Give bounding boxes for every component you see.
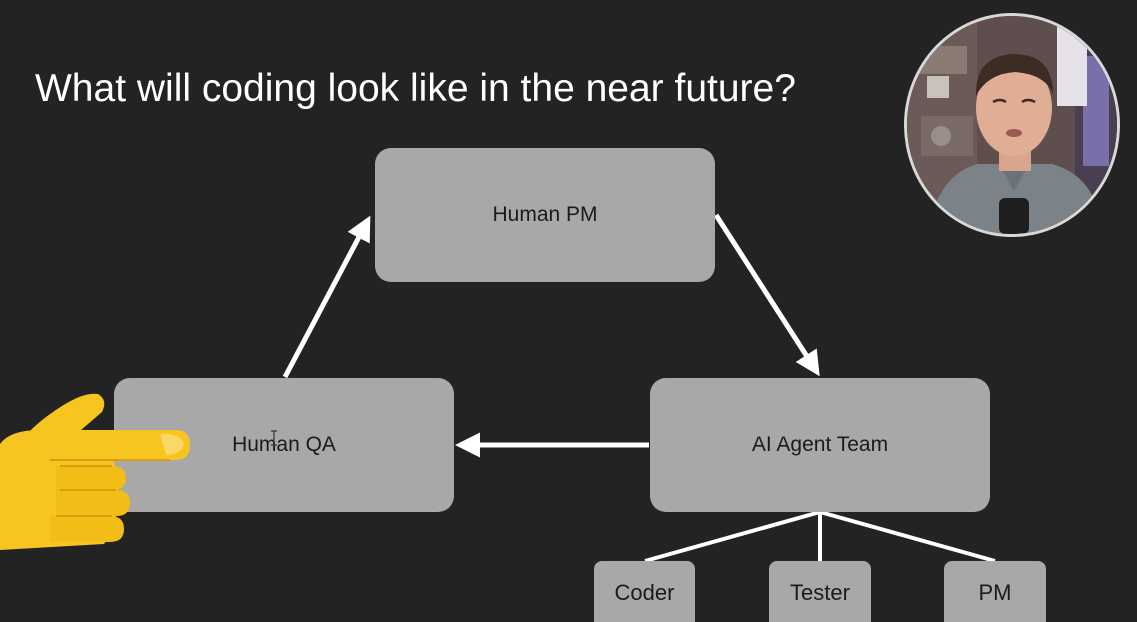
node-coder-label: Coder: [614, 580, 675, 605]
node-human-qa: Human QA: [114, 378, 454, 512]
branch-to-coder: [644, 510, 821, 563]
node-human-pm-label: Human PM: [492, 203, 598, 226]
node-pm-label: PM: [978, 580, 1012, 605]
node-coder: Coder: [594, 561, 695, 622]
node-human-pm: Human PM: [375, 148, 715, 282]
node-tester: Tester: [769, 561, 871, 622]
presenter-image: [907, 16, 1117, 234]
node-tester-label: Tester: [790, 580, 850, 605]
branch-to-pm: [819, 510, 996, 563]
presenter-webcam: [904, 13, 1120, 237]
node-pm: PM: [944, 561, 1046, 622]
node-human-qa-label: Human QA: [232, 433, 336, 456]
arrow-qa-to-pm: [282, 215, 371, 379]
slide-title: What will coding look like in the near f…: [35, 67, 796, 110]
text-cursor-icon: [271, 430, 277, 446]
node-ai-agent-team-label: AI Agent Team: [751, 433, 889, 456]
arrow-pm-to-agent-team: [713, 213, 820, 377]
pointing-hand-icon: [0, 393, 190, 550]
node-ai-agent-team: AI Agent Team: [650, 378, 990, 512]
